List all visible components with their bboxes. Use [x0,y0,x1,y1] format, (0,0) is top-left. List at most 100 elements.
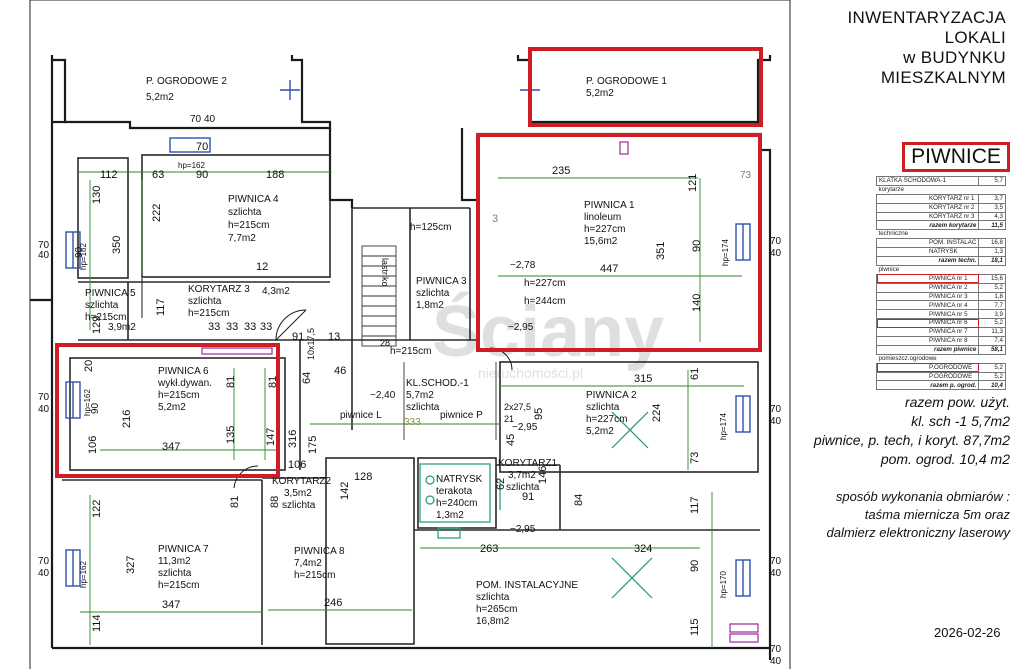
dim: 73 [740,170,752,181]
room-piwnica6-area: 5,2m2 [158,402,186,413]
inventory-name: PIWNICA nr 1 [875,273,980,284]
inventory-value: 15,6 [978,273,1006,284]
room-piwnica5-floor: szlichta [85,300,119,311]
room-piwnica2-name: PIWNICA 2 [586,390,637,401]
label-stair-21: 21 [504,414,514,424]
label-hp174-a: hp=174 [721,239,730,266]
inventory-value [978,353,1006,364]
fixtures [419,411,653,599]
inventory-name: PIWNICA nr 4 [875,300,980,311]
document-date: 2026-02-26 [934,625,1001,640]
room-piwnica6-floor: wykł.dywan. [157,378,212,389]
room-piwnica1-floor: linoleum [584,212,621,223]
inventory-value: 5,2 [978,362,1006,373]
room-klschod-name: KL.SCHOD.-1 [406,378,469,389]
highlight-piwnica-1 [476,133,762,352]
method-line: sposób wykonania obmiarów : [835,489,1010,504]
document-title: INWENTARYZACJA LOKALI w BUDYNKU MIESZKAL… [848,8,1006,88]
label-h244: h=244cm [524,296,565,307]
dim: 3 [492,213,498,225]
section-badge: PIWNICE [902,142,1010,172]
inventory-value: 7,4 [978,336,1006,346]
dim: 90 [74,246,85,258]
room-piwnica6-height: h=215cm [158,390,199,401]
room-piwnica8-name: PIWNICA 8 [294,546,345,557]
dim: 91 [522,491,534,503]
room-piwnica7-height: h=215cm [158,580,199,591]
level-295c: −2,95 [510,524,536,535]
inventory-name: piwnice [876,264,979,275]
title-line: w BUDYNKU [903,48,1006,67]
inventory-name: PIWNICA nr 8 [875,336,980,346]
dim: 33 [260,321,272,333]
inventory-name: PIWNICA nr 7 [875,327,980,338]
dim: 142 [339,482,351,500]
inventory-name: PIWNICA nr 6 [875,318,980,329]
room-korytarz1-area: 3,7m2 [508,470,536,481]
dim: 347 [162,599,180,611]
room-instal-height: h=265cm [476,604,517,615]
label-hp162-a: hp=162 [79,243,88,270]
dim: 316 [287,430,299,448]
label-lastriko: lastriko [380,258,390,287]
inventory-name: techniczne [876,229,979,240]
room-klschod-floor: szlichta [406,402,440,413]
dimension-values: 70 40 70 112 130 63 90 188 222 350 12 11… [38,114,782,667]
dim: 40 [38,250,50,261]
inventory-name: POM. INSTALAC [875,238,980,249]
inventory-value: 5,2 [978,371,1006,382]
inventory-row: razem p. ogrod.10,4 [875,380,1006,391]
label-h227: h=227cm [524,278,565,289]
room-piwnica1-name: PIWNICA 1 [584,200,635,211]
summary-line: kl. sch -1 5,7m2 [911,413,1010,429]
room-korytarz3-area: 4,3m2 [262,286,290,297]
dim: 90 [196,169,208,181]
dim: 90 [691,240,703,252]
inventory-name: PIWNICA nr 5 [875,309,980,320]
dim: 84 [573,494,585,506]
room-ogrodowe2-area: 5,2m2 [146,92,174,103]
dim: 73 [689,452,701,464]
dim: 115 [689,618,701,636]
dim: 40 [770,568,782,579]
inventory-value: 1,3 [978,247,1006,258]
dim: 46 [334,365,346,377]
dim: 263 [480,543,498,555]
room-klschod-height: h=215cm [390,346,431,357]
inventory-value: 5,7 [978,176,1006,186]
dim: 351 [655,242,667,260]
label-hp162-c: hp=162 [79,561,88,588]
level-295b: −2,95 [512,422,538,433]
inventory-row: pomieszcz.ogrodowe [876,353,1006,364]
room-piwnica7-name: PIWNICA 7 [158,544,209,555]
dim: 106 [288,459,306,471]
dim: 122 [91,500,103,518]
title-line: LOKALI [944,28,1006,47]
dim: 235 [552,165,570,177]
label-hp162-b: hp=162 [83,389,92,416]
inventory-name: P.OGRODOWE [875,362,980,373]
room-natrysk-floor: terakota [436,486,473,497]
room-piwnica3-floor: szlichta [416,288,450,299]
room-natrysk-height: h=240cm [436,498,477,509]
room-korytarz1-floor: szlichta [506,482,540,493]
dim: 64 [301,372,313,384]
inventory-name: razem techn. [875,256,980,266]
dim: 129 [91,316,103,334]
summary-line: razem pow. użyt. [904,394,1010,410]
room-piwnica6-name: PIWNICA 6 [158,366,209,377]
dim: 45 [505,434,517,446]
room-piwnica1-area: 15,6m2 [584,236,618,247]
inventory-name: pomieszcz.ogrodowe [876,353,979,364]
label-hp170: hp=170 [719,571,728,598]
dim: 40 [770,416,782,427]
inventory-value: 10,4 [978,380,1006,391]
summary-line: piwnice, p. tech, i koryt. 87,7m2 [813,432,1010,448]
